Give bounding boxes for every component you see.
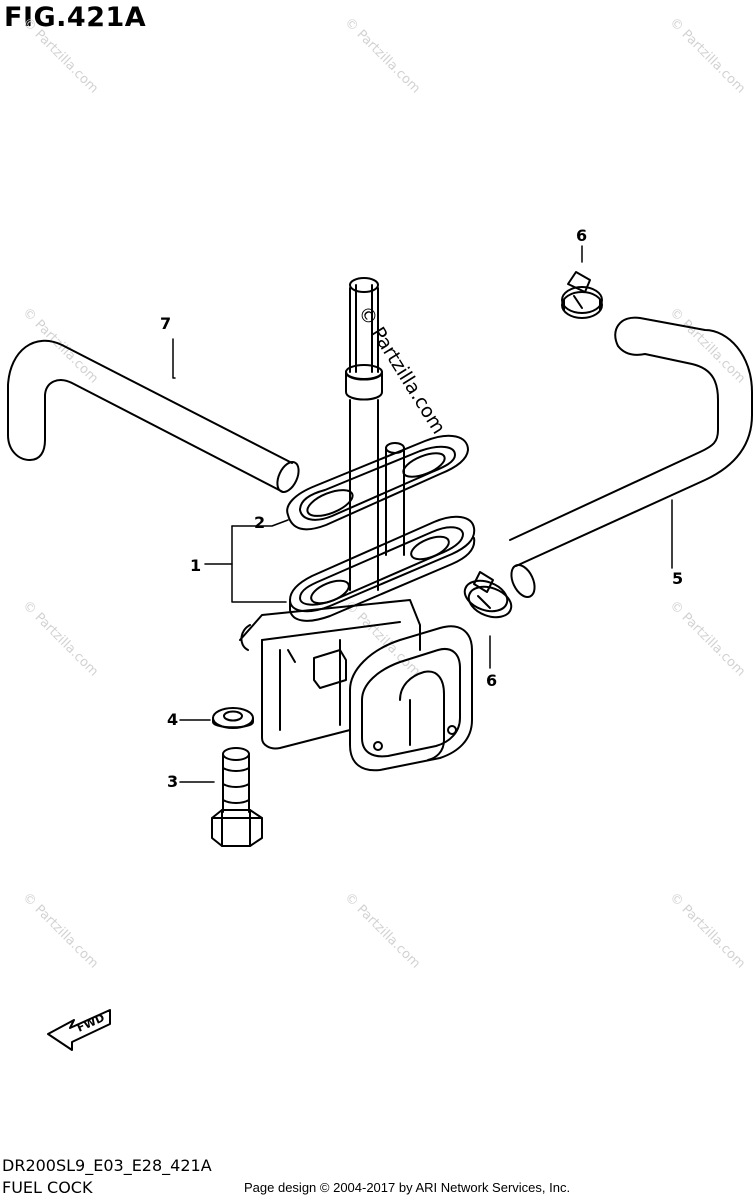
diagram-code: DR200SL9_E03_E28_421A	[2, 1156, 212, 1175]
gasket-part-2	[286, 434, 469, 531]
bolt-part-3	[211, 747, 263, 847]
diagram-name: FUEL COCK	[2, 1178, 93, 1197]
callout-7: 7	[160, 314, 172, 333]
figure-title: FIG.421A	[4, 2, 147, 33]
callout-6-upper: 6	[576, 226, 588, 245]
callout-1: 1	[190, 556, 202, 575]
stand-pipe	[345, 277, 405, 591]
callout-4: 4	[167, 710, 179, 729]
callout-5: 5	[672, 569, 684, 588]
callout-leaders	[172, 245, 673, 783]
hose-left-part-7	[7, 339, 300, 493]
callout-6-lower: 6	[486, 671, 498, 690]
callout-3: 3	[167, 772, 179, 791]
page-credit: Page design © 2004-2017 by ARI Network S…	[244, 1180, 571, 1195]
hose-right-part-5	[509, 316, 753, 598]
clamp-lower-part-6	[463, 571, 513, 619]
fuel-cock-body-part-1	[239, 515, 476, 772]
clamp-upper-part-6	[561, 271, 603, 319]
washer-part-4	[212, 707, 254, 729]
callout-2: 2	[254, 513, 266, 532]
fwd-arrow-icon	[47, 1009, 111, 1051]
